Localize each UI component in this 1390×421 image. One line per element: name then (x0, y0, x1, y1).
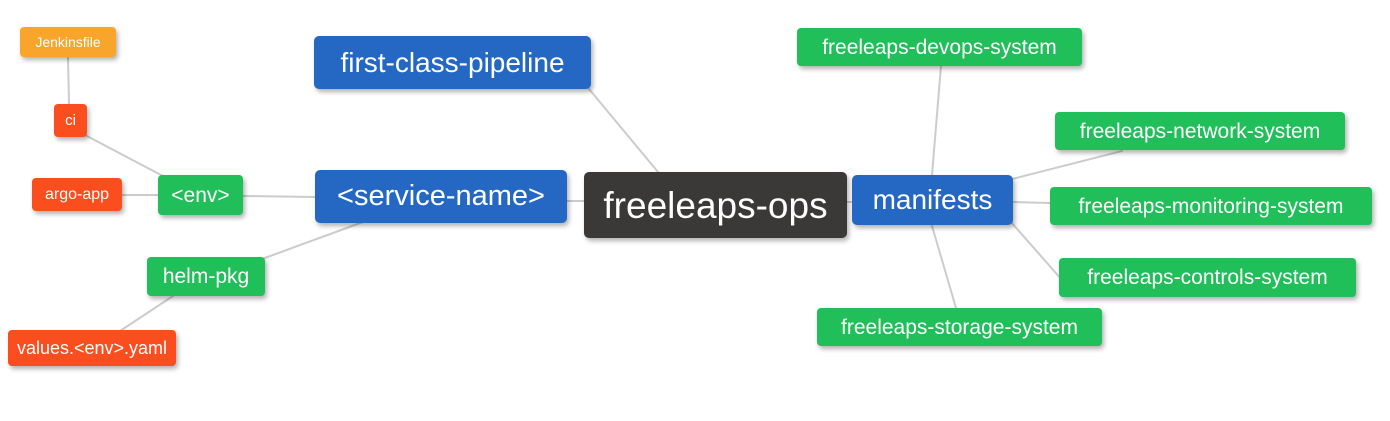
edge-manifests-network (1011, 150, 1123, 180)
edge-service-name-helm-pkg (261, 221, 364, 260)
node-service-name[interactable]: <service-name> (315, 170, 567, 223)
node-freeleaps-ops-root[interactable]: freeleaps-ops (584, 172, 847, 238)
node-first-class-pipeline[interactable]: first-class-pipeline (314, 36, 591, 89)
edge-manifests-devops (931, 65, 942, 176)
node-argo-app[interactable]: argo-app (32, 178, 122, 211)
edge-manifests-controls (1010, 221, 1063, 281)
node-values-env-yaml[interactable]: values.<env>.yaml (8, 330, 176, 366)
node-jenkinsfile[interactable]: Jenkinsfile (20, 27, 116, 57)
node-ci[interactable]: ci (54, 104, 87, 137)
edge-manifests-monitoring (1012, 201, 1051, 204)
node-helm-pkg[interactable]: helm-pkg (147, 257, 265, 296)
edge-env-service-name (242, 195, 316, 198)
edge-manifests-storage (931, 225, 957, 309)
edge-jenkinsfile-ci (67, 56, 70, 105)
node-env[interactable]: <env> (158, 175, 243, 215)
node-freeleaps-monitoring-system[interactable]: freeleaps-monitoring-system (1050, 187, 1372, 225)
node-freeleaps-controls-system[interactable]: freeleaps-controls-system (1059, 258, 1356, 297)
edge-ci-env (84, 134, 164, 177)
node-freeleaps-devops-system[interactable]: freeleaps-devops-system (797, 28, 1082, 66)
node-manifests[interactable]: manifests (852, 175, 1013, 225)
edge-pipeline-root (588, 88, 659, 173)
node-freeleaps-network-system[interactable]: freeleaps-network-system (1055, 112, 1345, 150)
edge-values-helm-pkg (119, 295, 174, 332)
node-freeleaps-storage-system[interactable]: freeleaps-storage-system (817, 308, 1102, 346)
